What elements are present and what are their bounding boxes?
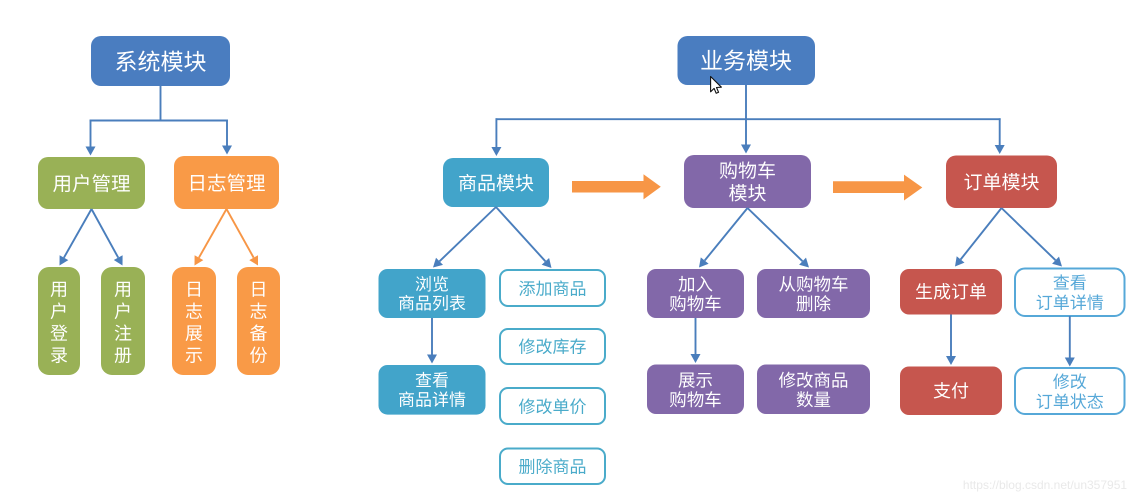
svg-text:https://blog.csdn.net/un357951: https://blog.csdn.net/un357951 bbox=[963, 478, 1127, 492]
